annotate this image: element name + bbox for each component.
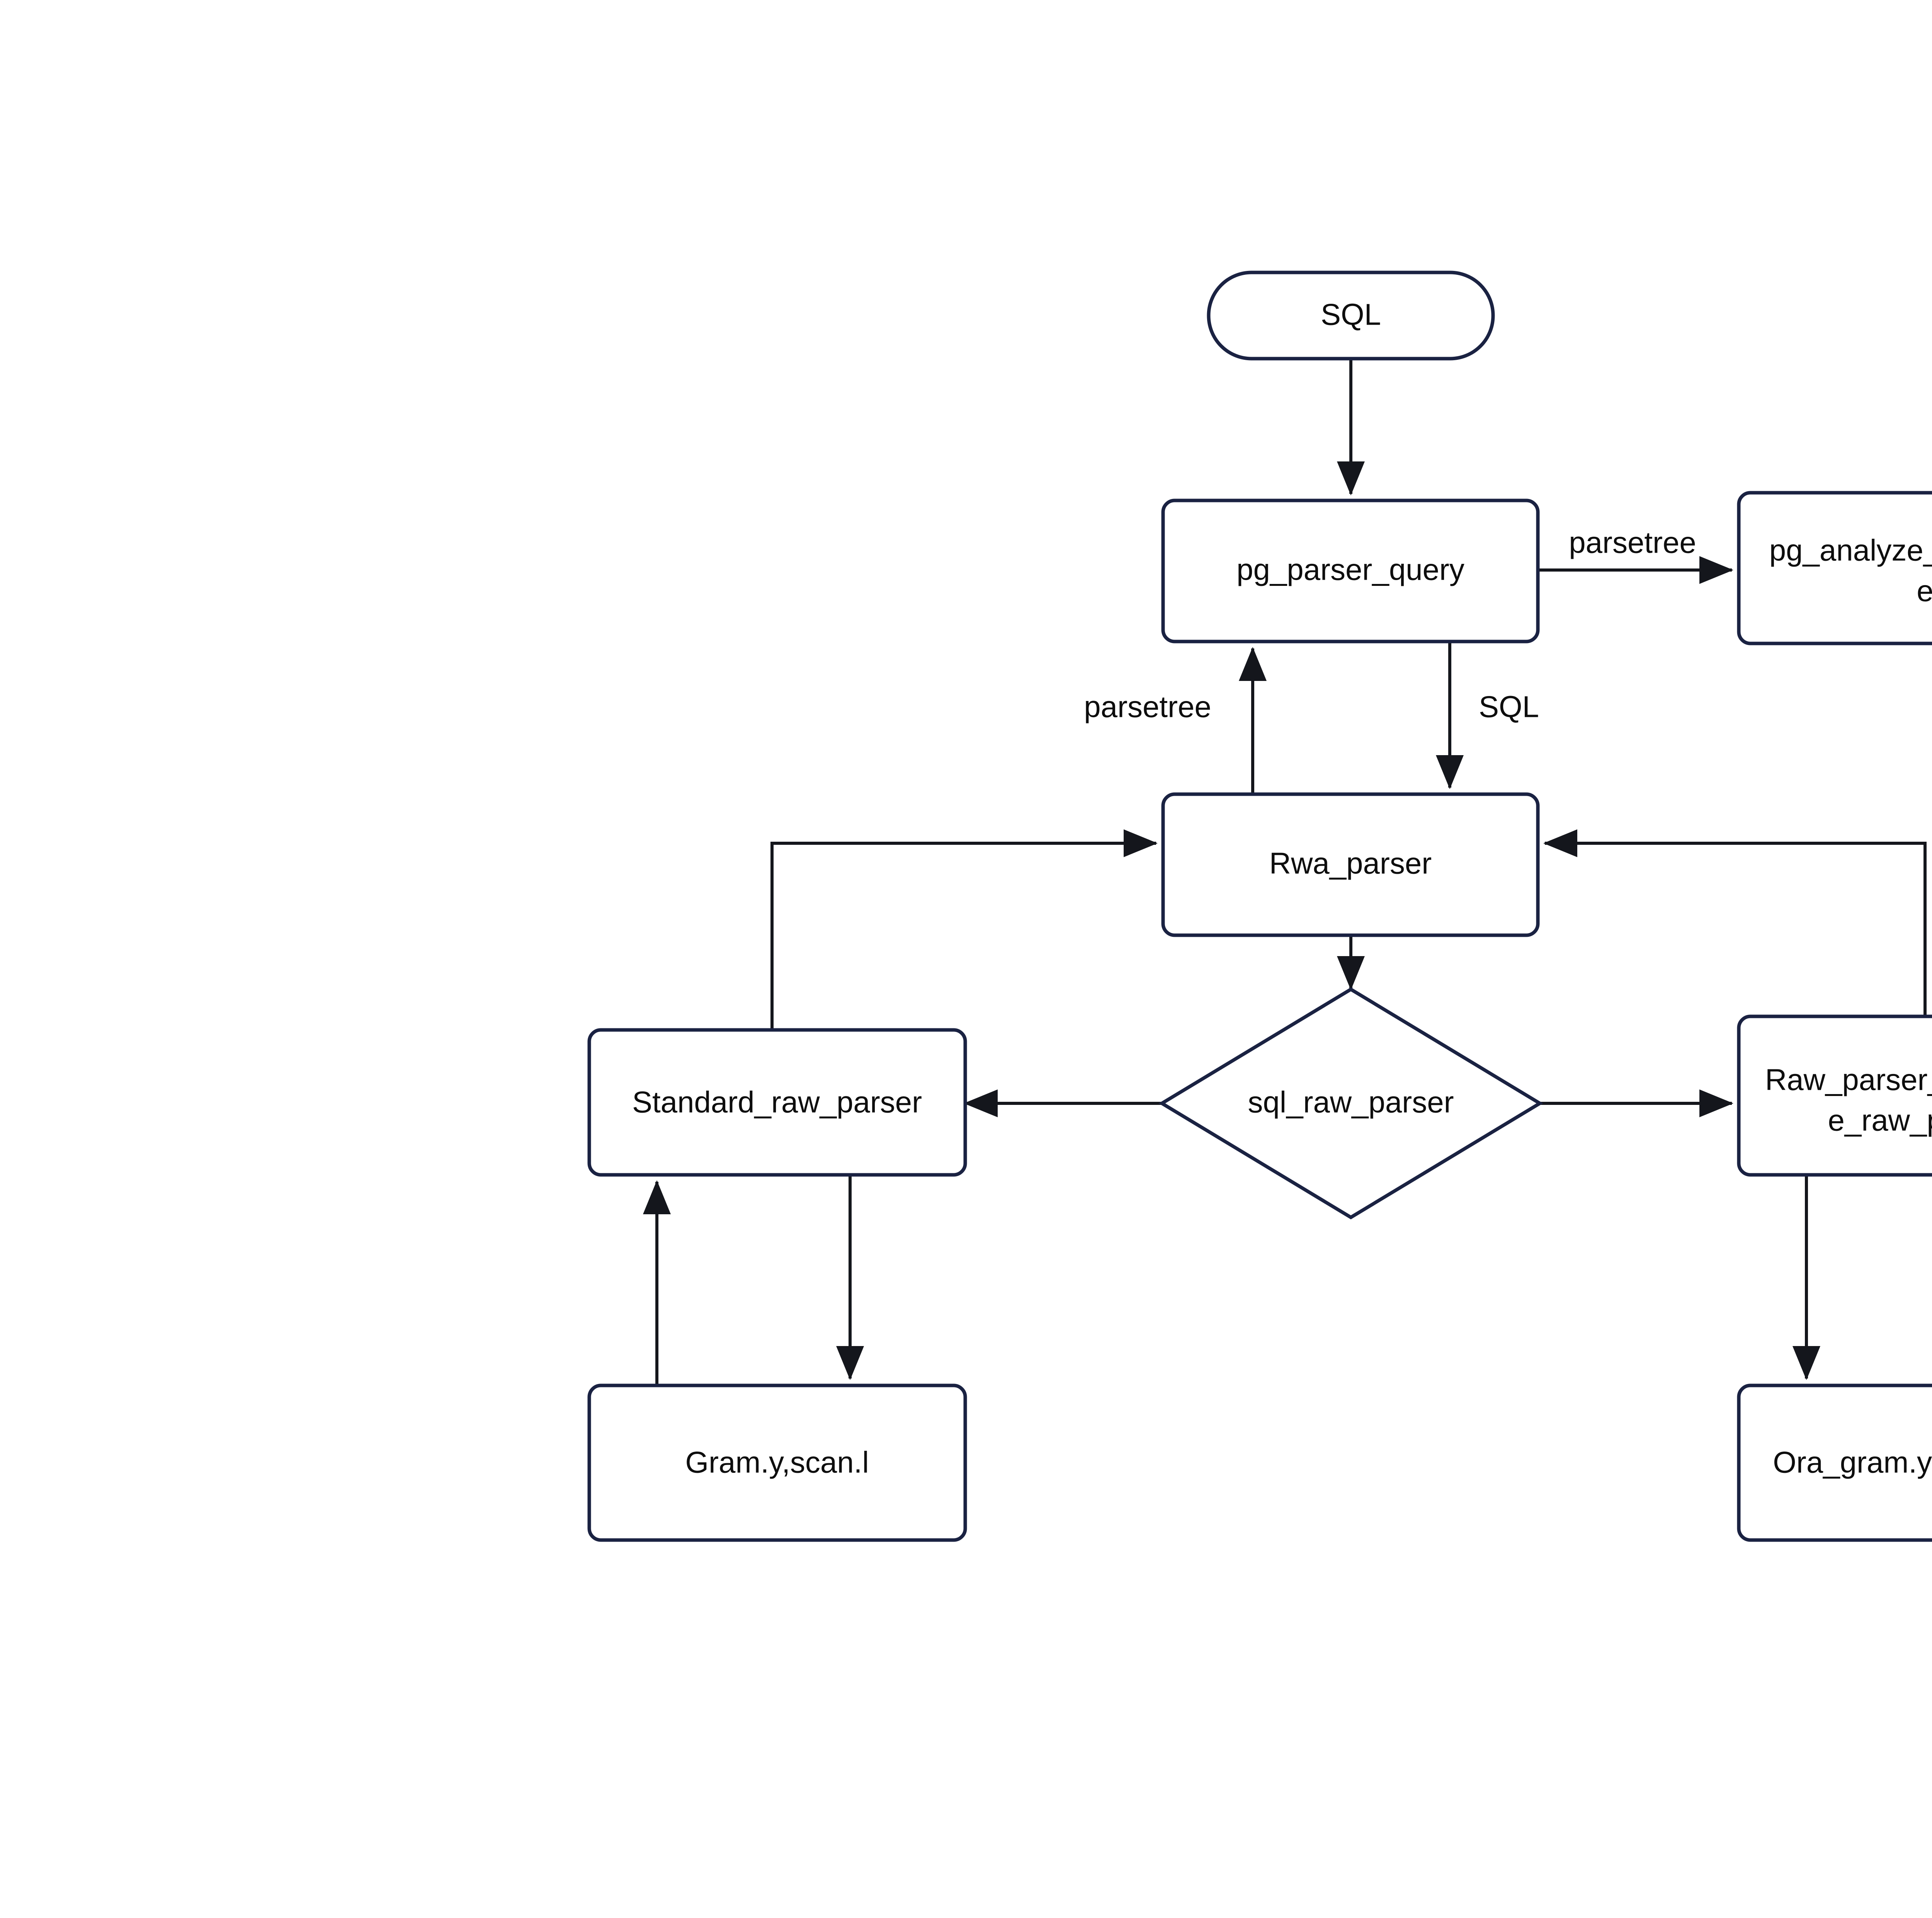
node-raw-parser-hook-label-line2: e_raw_parser) bbox=[1828, 1103, 1932, 1137]
node-rwa-parser[interactable]: Rwa_parser bbox=[1161, 792, 1540, 937]
node-sql-raw-parser-label: sql_raw_parser bbox=[1248, 1085, 1454, 1119]
node-standard-raw-parser-shape bbox=[587, 1028, 967, 1177]
node-sql-raw-parser-shape bbox=[1158, 987, 1543, 1220]
node-ora-gram-scan-label: Ora_gram.y,ora_scan.l bbox=[1773, 1445, 1932, 1479]
node-standard-raw-parser-label: Standard_raw_parser bbox=[632, 1085, 922, 1119]
node-ora-gram-scan[interactable]: Ora_gram.y,ora_scan.l bbox=[1737, 1384, 1932, 1542]
node-pg-parser-query-label: pg_parser_query bbox=[1236, 553, 1464, 587]
node-pg-analyze-and-rewrite-label-line2: e bbox=[1917, 574, 1932, 608]
node-rwa-parser-label: Rwa_parser bbox=[1269, 846, 1432, 880]
node-pg-parser-query-shape bbox=[1161, 499, 1540, 643]
node-gram-scan[interactable]: Gram.y,scan.l bbox=[587, 1384, 967, 1542]
node-sql-input-shape bbox=[1207, 271, 1495, 361]
node-pg-analyze-and-rewrite-label-line1: pg_analyze_and_rewrit bbox=[1769, 533, 1932, 567]
node-ora-gram-scan-shape bbox=[1737, 1384, 1932, 1542]
edge-standard-raw-parser-to-rwa-parser bbox=[770, 829, 1158, 1030]
node-standard-raw-parser[interactable]: Standard_raw_parser bbox=[587, 1028, 967, 1177]
node-pg-analyze-and-rewrite[interactable]: pg_analyze_and_rewrit e bbox=[1737, 491, 1932, 645]
node-pg-analyze-and-rewrite-shape bbox=[1737, 491, 1932, 645]
node-raw-parser-hook[interactable]: Raw_parser_hook(oracl e_raw_parser) bbox=[1737, 1014, 1932, 1177]
node-raw-parser-hook-shape bbox=[1737, 1014, 1932, 1177]
node-pg-parser-query[interactable]: pg_parser_query bbox=[1161, 499, 1540, 643]
edge-label-parsetree-to-analyze: parsetree bbox=[1569, 526, 1696, 560]
node-sql-input[interactable]: SQL bbox=[1207, 271, 1495, 361]
edge-label-parsetree-up: parsetree bbox=[1084, 690, 1211, 724]
edge-raw-parser-hook-to-rwa-parser bbox=[1543, 829, 1927, 1016]
node-rwa-parser-shape bbox=[1161, 792, 1540, 937]
node-gram-scan-shape bbox=[587, 1384, 967, 1542]
node-sql-input-label: SQL bbox=[1321, 298, 1381, 332]
node-gram-scan-label: Gram.y,scan.l bbox=[685, 1445, 869, 1479]
node-sql-raw-parser[interactable]: sql_raw_parser bbox=[1158, 987, 1543, 1220]
edge-label-sql-down: SQL bbox=[1479, 690, 1539, 724]
node-raw-parser-hook-label-line1: Raw_parser_hook(oracl bbox=[1765, 1063, 1932, 1097]
